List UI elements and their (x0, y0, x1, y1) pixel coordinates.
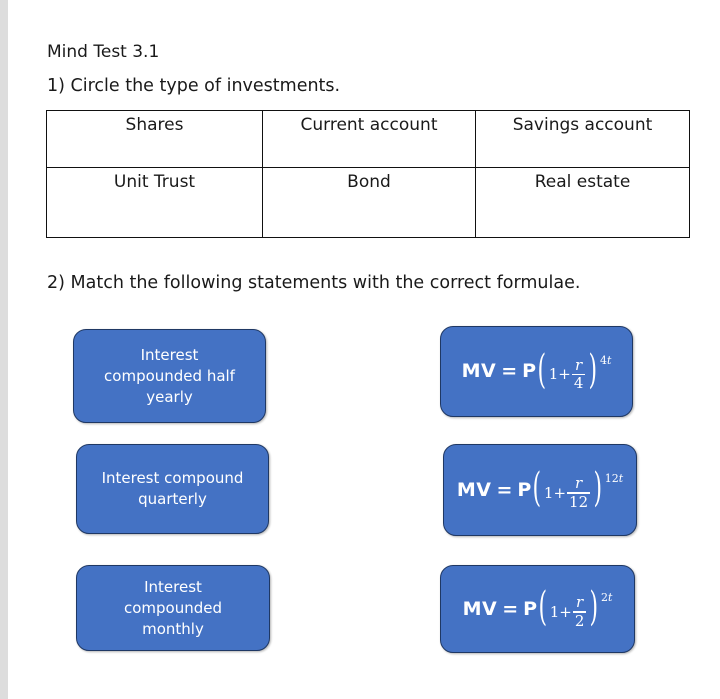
statement-card-label: Interest compound quarterly (101, 469, 244, 508)
fraction-denominator: 12 (569, 492, 589, 511)
formula-equals-sign: = (502, 597, 519, 620)
fraction-bar (572, 611, 587, 613)
table-cell-savings-account[interactable]: Savings account (475, 110, 690, 168)
formula-base: 1+ r 2 (549, 595, 589, 628)
formula-exponent: 2t (601, 591, 612, 604)
formula-card-quarterly-compounding[interactable]: MV = P ( 1+ r 4 ) 4t (440, 326, 633, 417)
table-cell-bond[interactable]: Bond (262, 167, 476, 238)
exponent-variable: t (606, 353, 612, 367)
formula-principal: P (522, 360, 537, 383)
formula-fraction: r 4 (571, 355, 586, 393)
exponent-variable: t (618, 472, 624, 486)
formula-base-prefix: 1+ (543, 483, 567, 502)
exponent-coefficient: 12 (604, 472, 619, 486)
exponent-coefficient: 2 (600, 591, 608, 605)
table-row: Unit Trust Bond Real estate (46, 167, 690, 238)
table-cell-real-estate[interactable]: Real estate (475, 167, 690, 238)
formula-base: 1+ r 12 (543, 476, 592, 509)
exponent-variable: t (607, 591, 613, 605)
formula-equals-sign: = (501, 360, 518, 383)
table-cell-current-account[interactable]: Current account (262, 110, 476, 168)
formula-exponent: 12t (605, 472, 623, 485)
formula-parenthesised-base: ( 1+ r 2 ) 2t (537, 584, 613, 631)
investment-types-table: Shares Current account Savings account U… (46, 110, 690, 238)
exponent-coefficient: 4 (599, 353, 607, 367)
formula-equals-sign: = (496, 478, 513, 501)
fraction-bar (571, 373, 586, 376)
right-paren-glyph: ) (588, 346, 598, 393)
question-1-prompt: 1) Circle the type of investments. (47, 76, 341, 96)
fraction-numerator: r (575, 474, 583, 493)
formula-exponent: 4t (600, 354, 611, 367)
fraction-bar (567, 492, 591, 494)
formula-parenthesised-base: ( 1+ r 4 ) 4t (536, 346, 612, 393)
formula-fraction: r 2 (572, 593, 587, 630)
statement-card-half-yearly[interactable]: Interest compounded half yearly (73, 329, 266, 423)
right-paren-glyph: ) (593, 465, 603, 512)
page-edge-strip (0, 0, 8, 699)
statement-card-label: Interest compounded half yearly (104, 345, 235, 406)
formula-base: 1+ r 4 (548, 355, 588, 393)
formula-card-monthly-compounding[interactable]: MV = P ( 1+ r 12 ) 12t (443, 444, 637, 536)
formula-base-prefix: 1+ (548, 365, 571, 384)
formula-expression: MV = P ( 1+ r 12 ) 12t (456, 465, 623, 512)
formula-lhs: MV (462, 597, 498, 620)
formula-lhs: MV (461, 360, 497, 383)
left-paren-glyph: ( (538, 584, 548, 631)
fraction-denominator: 4 (573, 374, 584, 393)
page-title: Mind Test 3.1 (47, 42, 160, 62)
left-paren-glyph: ( (537, 346, 547, 393)
fraction-denominator: 2 (574, 611, 585, 630)
statement-card-quarterly[interactable]: Interest compound quarterly (76, 444, 269, 534)
statement-card-label: Interest compounded monthly (123, 577, 223, 638)
formula-parenthesised-base: ( 1+ r 12 ) 12t (531, 465, 623, 512)
formula-expression: MV = P ( 1+ r 2 ) 2t (462, 584, 613, 631)
left-paren-glyph: ( (532, 465, 542, 512)
formula-expression: MV = P ( 1+ r 4 ) 4t (461, 346, 612, 393)
formula-principal: P (523, 597, 538, 620)
formula-card-half-yearly-compounding[interactable]: MV = P ( 1+ r 2 ) 2t (440, 565, 635, 653)
formula-base-prefix: 1+ (549, 602, 572, 621)
formula-lhs: MV (456, 478, 492, 501)
question-2-prompt: 2) Match the following statements with t… (47, 273, 581, 293)
right-paren-glyph: ) (589, 584, 599, 631)
formula-principal: P (517, 478, 532, 501)
table-cell-unit-trust[interactable]: Unit Trust (46, 167, 263, 238)
statement-card-monthly[interactable]: Interest compounded monthly (76, 565, 270, 651)
fraction-numerator: r (576, 593, 584, 612)
table-row: Shares Current account Savings account (46, 110, 690, 168)
table-cell-shares[interactable]: Shares (46, 110, 263, 168)
formula-fraction: r 12 (567, 474, 591, 511)
fraction-numerator: r (575, 355, 583, 374)
